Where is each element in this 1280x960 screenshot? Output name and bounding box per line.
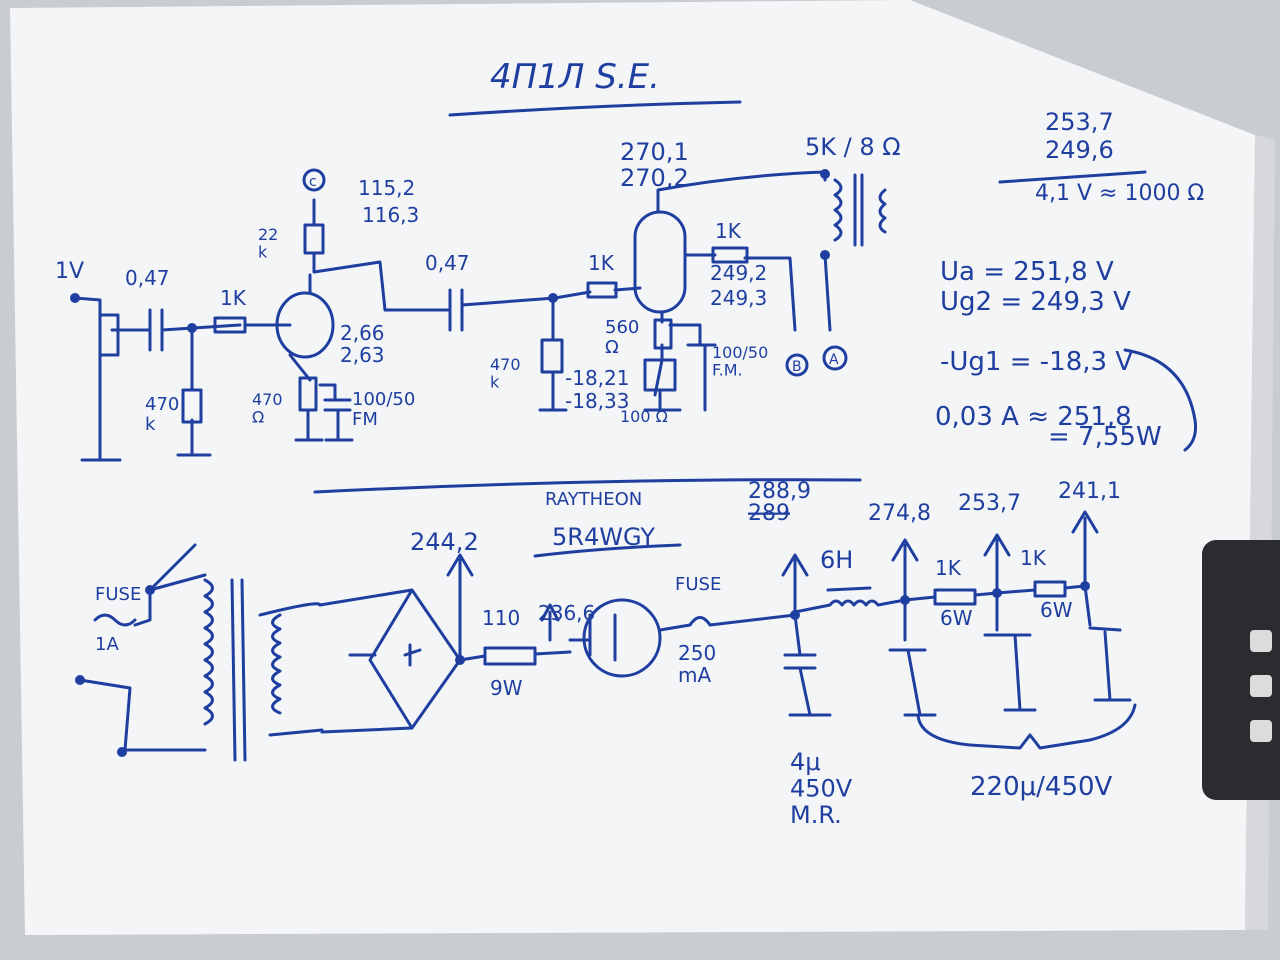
fuse2-label: FUSE: [675, 574, 721, 595]
calculator-key: [1250, 630, 1272, 652]
cathode-v1: 2,66: [340, 321, 385, 345]
calculator: [1202, 540, 1280, 800]
screen-v2: 249,3: [710, 286, 767, 310]
res-a-label: 1K: [935, 556, 962, 580]
bias-v1: -18,21: [565, 366, 629, 390]
choke-label: 6H: [820, 546, 853, 574]
fuse-in-val: 1A: [95, 634, 119, 655]
res-a-w-label: 6W: [940, 606, 973, 630]
v-node1-label: 274,8: [868, 501, 931, 526]
res1-label: 110: [482, 606, 520, 630]
bias-v2: -18,33: [565, 389, 629, 413]
res-b-w-label: 6W: [1040, 598, 1073, 622]
calculator-key: [1250, 675, 1272, 697]
coupling-cap-label: 0,47: [425, 251, 470, 275]
res1-w-label: 9W: [490, 676, 523, 700]
node-c-label: c: [309, 174, 317, 190]
fuse-in-label: FUSE: [95, 584, 141, 605]
caps-label: 220μ/450V: [970, 772, 1113, 802]
rect-out-label: 244,2: [410, 528, 479, 556]
calculator-key: [1250, 720, 1272, 742]
note-ua: Ua = 251,8 V: [940, 257, 1114, 287]
anode-v1: 115,2: [358, 176, 415, 200]
input-label: 1V: [55, 259, 84, 284]
note-n2: 249,6: [1045, 136, 1114, 164]
v-after-label: 236,6: [538, 601, 595, 625]
cap-in-label: 0,47: [125, 266, 170, 290]
note-ug1: -Ug1 = -18,3 V: [940, 347, 1133, 377]
screen-v1: 249,2: [710, 261, 767, 285]
v-choke-in-label: 288,9: [748, 479, 811, 504]
section-divider: [313, 478, 862, 494]
note-n1: 253,7: [1045, 108, 1114, 136]
output-label: 5K / 8 Ω: [805, 133, 901, 161]
node-b-label: B: [792, 359, 802, 375]
note-n3: 4,1 V ≈ 1000 Ω: [1035, 181, 1204, 206]
page-title: 4П1Л S.E.: [490, 57, 660, 97]
paper: [10, 0, 1255, 935]
cathode-v2: 2,63: [340, 343, 385, 367]
note-p2: = 7,55W: [1048, 422, 1162, 452]
power-supply: FUSE 1A 244,2 110 9W 236,6 RAYTHEON 5R4W…: [75, 479, 1137, 829]
screen-res-label: 1K: [715, 219, 742, 243]
anode-v2: 116,3: [362, 203, 419, 227]
notes: 253,7 249,6 4,1 V ≈ 1000 Ω Ua = 251,8 V …: [935, 108, 1204, 452]
cath2-pot-label: 100 Ω: [620, 407, 668, 426]
tube-brand-label: RAYTHEON: [545, 489, 642, 510]
res-b-label: 1K: [1020, 546, 1047, 570]
plate-v1: 270,1: [620, 138, 689, 166]
v-node2-label: 253,7: [958, 491, 1021, 516]
title-underline: [448, 100, 742, 117]
node-a-label: A: [829, 352, 839, 368]
note-p1: 0,03 A ≈ 251,8: [935, 402, 1132, 432]
v-choke-in-struck: 289: [748, 501, 790, 526]
grid-res-label: 1K: [220, 286, 247, 310]
note-ug2: Ug2 = 249,3 V: [940, 287, 1131, 317]
v-node3-label: 241,1: [1058, 479, 1121, 504]
grid-stop-label: 1K: [588, 251, 615, 275]
rectifier-tube: [582, 598, 662, 678]
tube2: [633, 210, 687, 314]
